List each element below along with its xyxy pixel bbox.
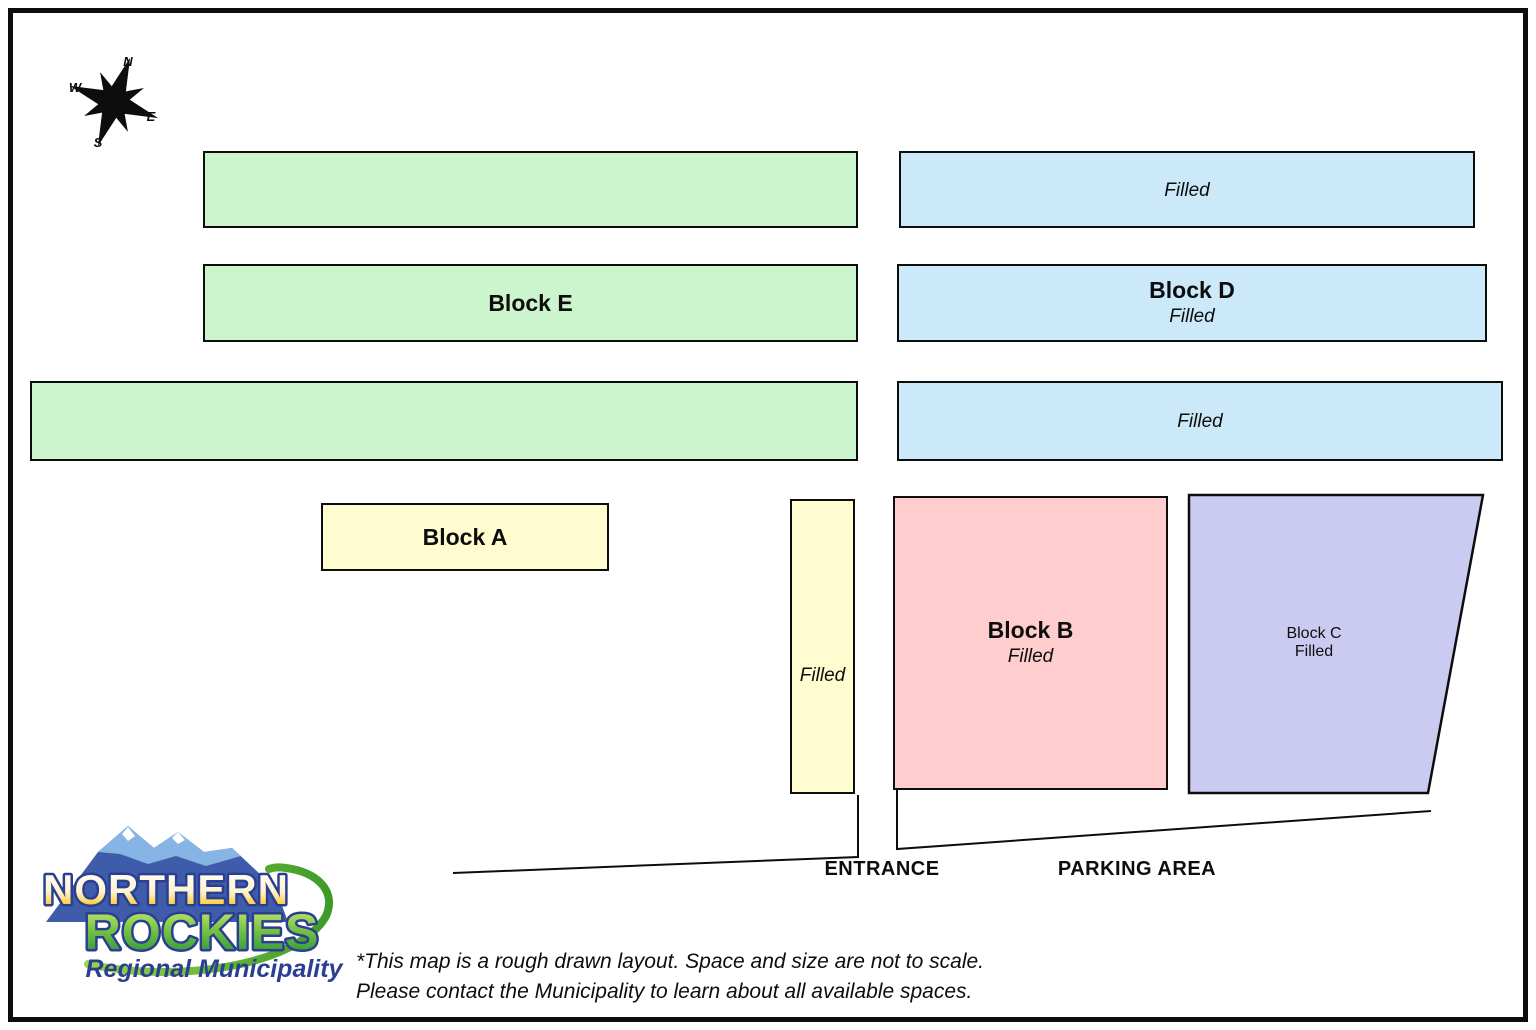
lot-green-top — [203, 151, 858, 228]
status-badge: Filled — [1294, 643, 1334, 660]
lot-block-d: Block D Filled — [897, 264, 1487, 342]
compass-rose-icon: N E S W — [69, 54, 159, 150]
status-badge: Filled — [799, 664, 846, 686]
compass-label-north: N — [123, 54, 133, 69]
mountain-icon — [46, 826, 288, 922]
lot-block-a: Block A — [321, 503, 609, 571]
lot-block-b: Block B Filled — [893, 496, 1168, 790]
map-footnote: *This map is a rough drawn layout. Space… — [356, 947, 984, 1008]
compass-label-south: S — [94, 135, 103, 150]
lot-block-c: Block C Filled — [1189, 496, 1439, 790]
status-badge: Filled — [1169, 306, 1215, 328]
lot-yellow-strip: Filled — [790, 499, 855, 794]
compass-ray-north — [110, 57, 131, 94]
block-e-label: Block E — [488, 289, 573, 316]
footnote-line-2: Please contact the Municipality to learn… — [356, 980, 973, 1004]
compass-label-east: E — [147, 109, 156, 124]
logo-tagline: Regional Municipality — [86, 955, 344, 983]
logo-wordmark-northern: NORTHERN — [43, 866, 289, 913]
compass-label-west: W — [69, 80, 83, 95]
road-outline — [452, 790, 1432, 874]
compass-hub — [101, 89, 127, 115]
lot-blue-third: Filled — [897, 381, 1503, 461]
block-b-label: Block B — [987, 616, 1074, 643]
lot-block-e: Block E — [203, 264, 858, 342]
block-d-label: Block D — [1149, 276, 1235, 303]
swoosh-icon — [84, 863, 334, 976]
status-badge: Filled — [1177, 411, 1223, 433]
logo-wordmark-rockies: ROCKIES — [85, 904, 320, 960]
lot-green-wide — [30, 381, 858, 461]
block-c-label: Block C — [1286, 625, 1342, 642]
lot-block-c-shape — [1187, 493, 1485, 795]
parking-area-label: PARKING AREA — [1057, 858, 1217, 880]
municipality-logo: NORTHERN ROCKIES Regional Municipality — [41, 826, 344, 983]
status-badge: Filled — [1007, 646, 1054, 668]
block-a-label: Block A — [422, 523, 508, 550]
status-badge: Filled — [1164, 179, 1210, 201]
entrance-label: ENTRANCE — [824, 858, 940, 880]
footnote-line-1: *This map is a rough drawn layout. Space… — [356, 950, 985, 973]
lot-blue-top: Filled — [899, 151, 1475, 228]
